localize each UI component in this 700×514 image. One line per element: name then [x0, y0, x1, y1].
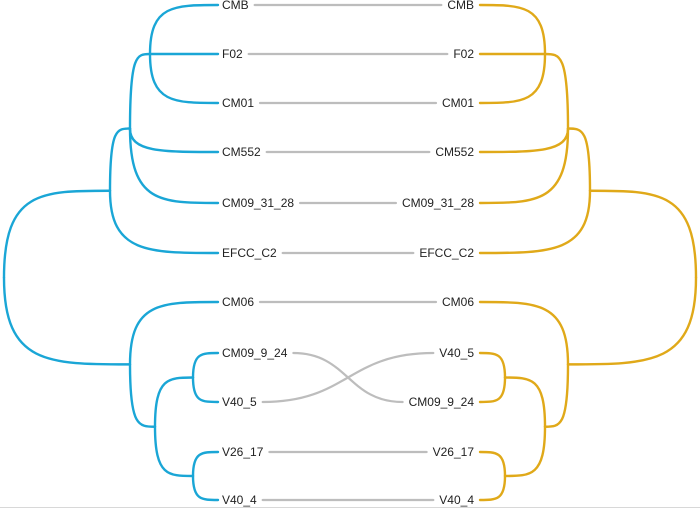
left-branch-11: [128, 363, 157, 428]
right-leaf-label-cm09-31-28: CM09_31_28: [402, 196, 474, 210]
left-leaf-label-v40-5: V40_5: [222, 395, 257, 409]
right-branch-21: [478, 3, 547, 56]
left-branch-5: [148, 52, 220, 105]
left-branch-17: [191, 474, 220, 502]
right-tree-branches: [478, 3, 698, 502]
left-branch-1: [108, 127, 132, 192]
right-branch-25: [478, 127, 570, 205]
left-leaf-label-f02: F02: [222, 47, 243, 61]
left-tree-branches: [2, 3, 220, 502]
left-branch-10: [128, 300, 220, 366]
connector-lines: [247, 3, 449, 502]
right-branch-23: [478, 52, 547, 105]
left-branch-0: [2, 189, 112, 279]
right-leaf-label-efcc-c2: EFCC_C2: [419, 246, 474, 260]
left-branch-9: [2, 276, 132, 366]
left-branch-6: [128, 127, 220, 154]
left-leaf-label-cm06: CM06: [222, 295, 254, 309]
left-leaf-label-cm01: CM01: [222, 96, 254, 110]
left-leaf-label-cm09-9-24: CM09_9_24: [222, 346, 288, 360]
right-leaf-label-cm06: CM06: [442, 295, 474, 309]
left-leaf-label-cmb: CMB: [222, 0, 249, 12]
left-branch-3: [148, 3, 220, 56]
right-branch-29: [543, 363, 570, 428]
left-tree-labels: CMB F02CM01CM552CM09_31_28EFCC_C2CM06CM09…: [222, 0, 294, 507]
right-branch-33: [503, 425, 547, 478]
left-branch-15: [153, 425, 195, 478]
right-branch-26: [478, 189, 592, 255]
left-branch-2: [128, 52, 152, 130]
right-branch-20: [543, 52, 570, 130]
left-branch-16: [191, 450, 220, 478]
left-leaf-label-cm09-31-28: CM09_31_28: [222, 196, 294, 210]
right-branch-28: [478, 300, 570, 366]
right-branch-35: [478, 474, 507, 502]
right-branch-27: [566, 276, 698, 366]
left-leaf-label-v26-17: V26_17: [222, 445, 264, 459]
right-tree-labels: CMB F02CM01CM552CM09_31_28EFCC_C2CM06V40_…: [402, 0, 474, 507]
left-branch-8: [108, 189, 220, 255]
left-leaf-label-efcc-c2: EFCC_C2: [222, 246, 277, 260]
right-branch-19: [566, 127, 592, 192]
left-branch-13: [191, 351, 220, 379]
bottom-divider: [0, 507, 700, 508]
right-leaf-label-v40-5: V40_5: [439, 346, 474, 360]
right-branch-34: [478, 450, 507, 478]
right-branch-30: [503, 376, 547, 428]
right-leaf-label-cm01: CM01: [442, 96, 474, 110]
right-branch-32: [478, 376, 507, 404]
right-branch-31: [478, 351, 507, 379]
right-leaf-label-cmb: CMB: [447, 0, 474, 12]
right-leaf-label-v40-4: V40_4: [439, 493, 474, 507]
left-branch-7: [128, 127, 220, 205]
left-leaf-label-v40-4: V40_4: [222, 493, 257, 507]
left-branch-14: [191, 376, 220, 404]
right-branch-24: [478, 127, 570, 154]
right-leaf-label-cm09-9-24: CM09_9_24: [409, 395, 475, 409]
right-leaf-label-f02: F02: [453, 47, 474, 61]
right-leaf-label-cm552: CM552: [435, 145, 474, 159]
right-leaf-label-v26-17: V26_17: [433, 445, 475, 459]
right-branch-18: [588, 189, 698, 279]
connector-v40-5: [261, 351, 435, 404]
left-branch-12: [153, 376, 195, 428]
left-leaf-label-cm552: CM552: [222, 145, 261, 159]
